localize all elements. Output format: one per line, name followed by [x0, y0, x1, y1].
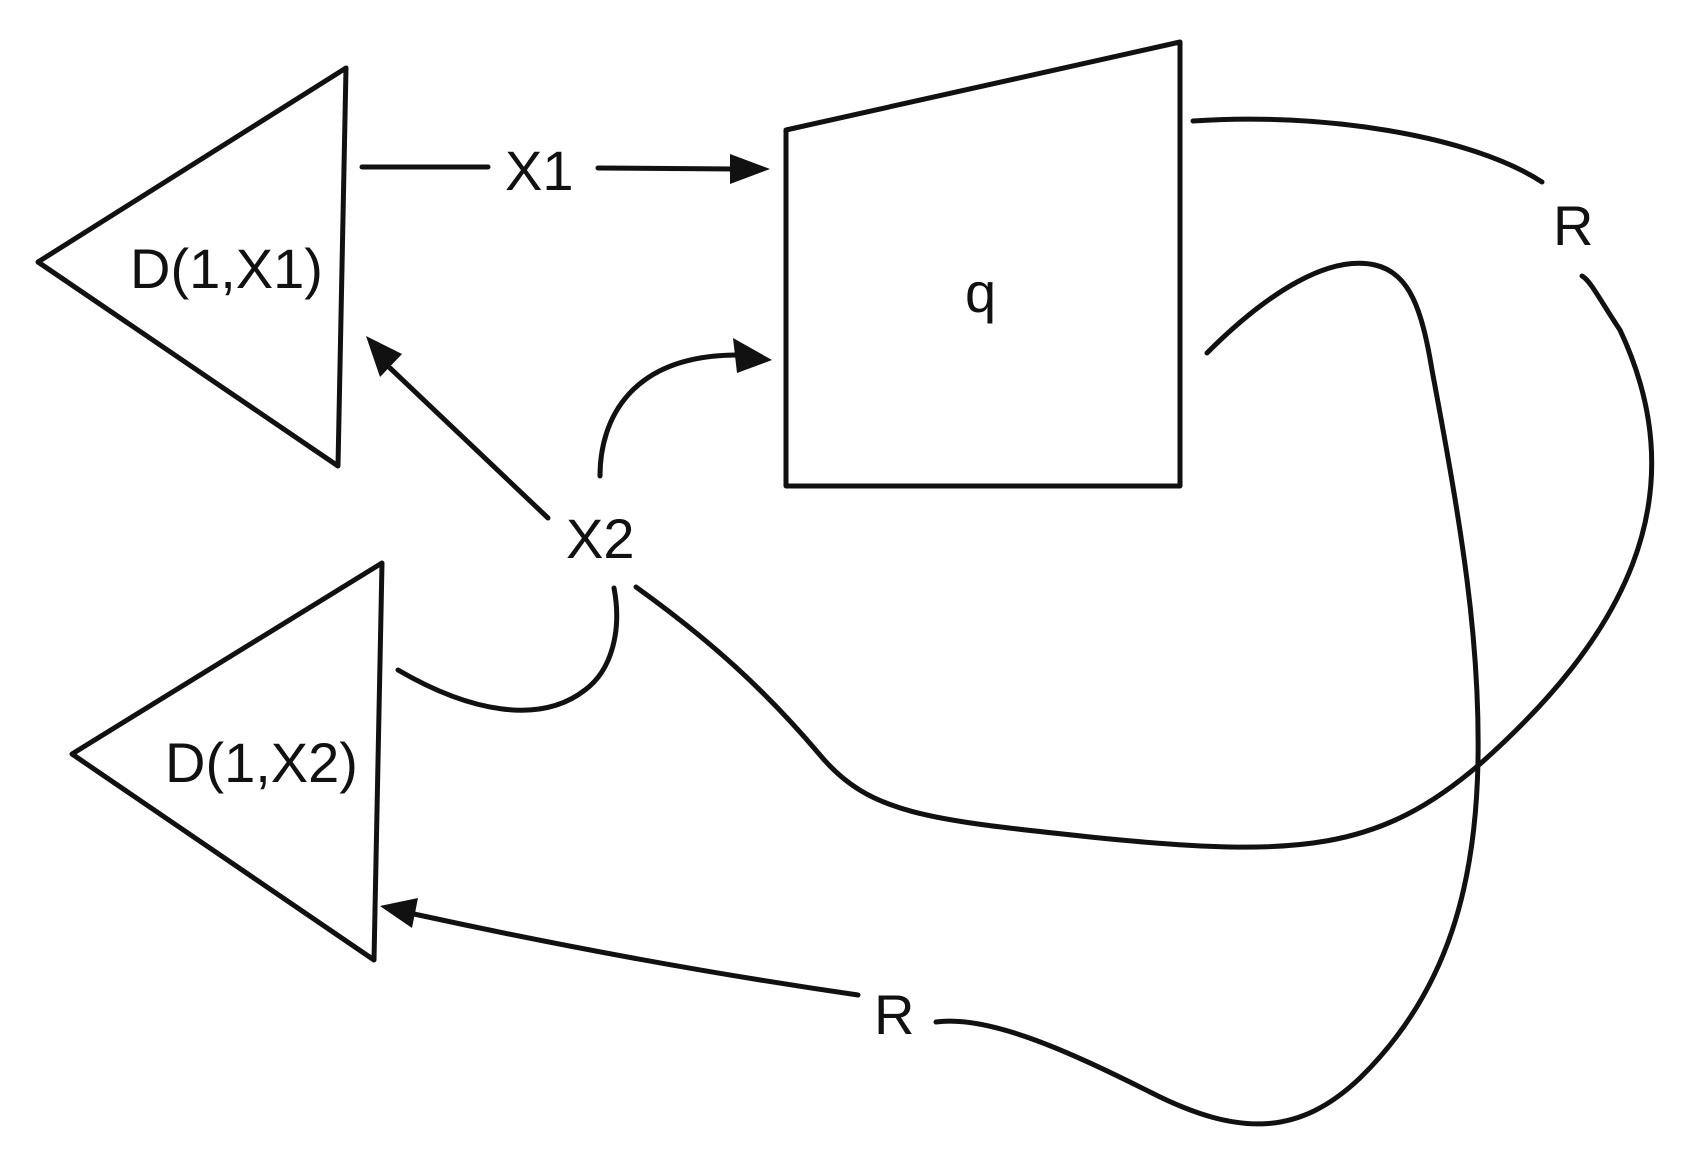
edge-x2-long-curve — [633, 273, 1655, 850]
node-d1-triangle — [35, 65, 349, 469]
edge-x2-label: X2 — [566, 507, 635, 570]
node-q-label: q — [965, 261, 996, 324]
node-d2-label: D(1,X2) — [165, 731, 358, 794]
edge-r-top: R — [1190, 116, 1593, 257]
node-q-trapezoid — [783, 39, 1183, 489]
edge-x2-to-q-line — [597, 352, 741, 479]
node-d1-label: D(1,X1) — [130, 237, 323, 300]
edge-r-bottom-arrowhead — [380, 898, 418, 928]
edge-x2-to-d1-arrowhead — [366, 336, 402, 377]
edge-x2-to-d1-line — [387, 365, 551, 521]
edge-r-bottom-loop — [933, 260, 1481, 1127]
edge-r-bottom: R — [380, 260, 1481, 1127]
edge-x1-arrowhead — [730, 154, 770, 184]
edge-x1: X1 — [359, 139, 770, 202]
node-q: q — [783, 39, 1183, 489]
edge-x2: X2 — [366, 273, 1655, 850]
node-d1: D(1,X1) — [35, 65, 349, 469]
node-d2-triangle — [69, 560, 385, 963]
edge-r-bottom-label: R — [874, 983, 914, 1046]
edge-r-bottom-line-to-d2 — [411, 911, 861, 998]
edge-x2-to-q-arrowhead — [733, 338, 772, 373]
edge-r-top-label: R — [1553, 194, 1593, 257]
edge-x2-to-d2-curve — [395, 585, 620, 713]
node-d2: D(1,X2) — [69, 560, 385, 963]
edge-x1-line-right — [595, 165, 739, 172]
edge-x1-label: X1 — [505, 139, 574, 202]
edge-r-top-line-upper — [1190, 116, 1545, 185]
